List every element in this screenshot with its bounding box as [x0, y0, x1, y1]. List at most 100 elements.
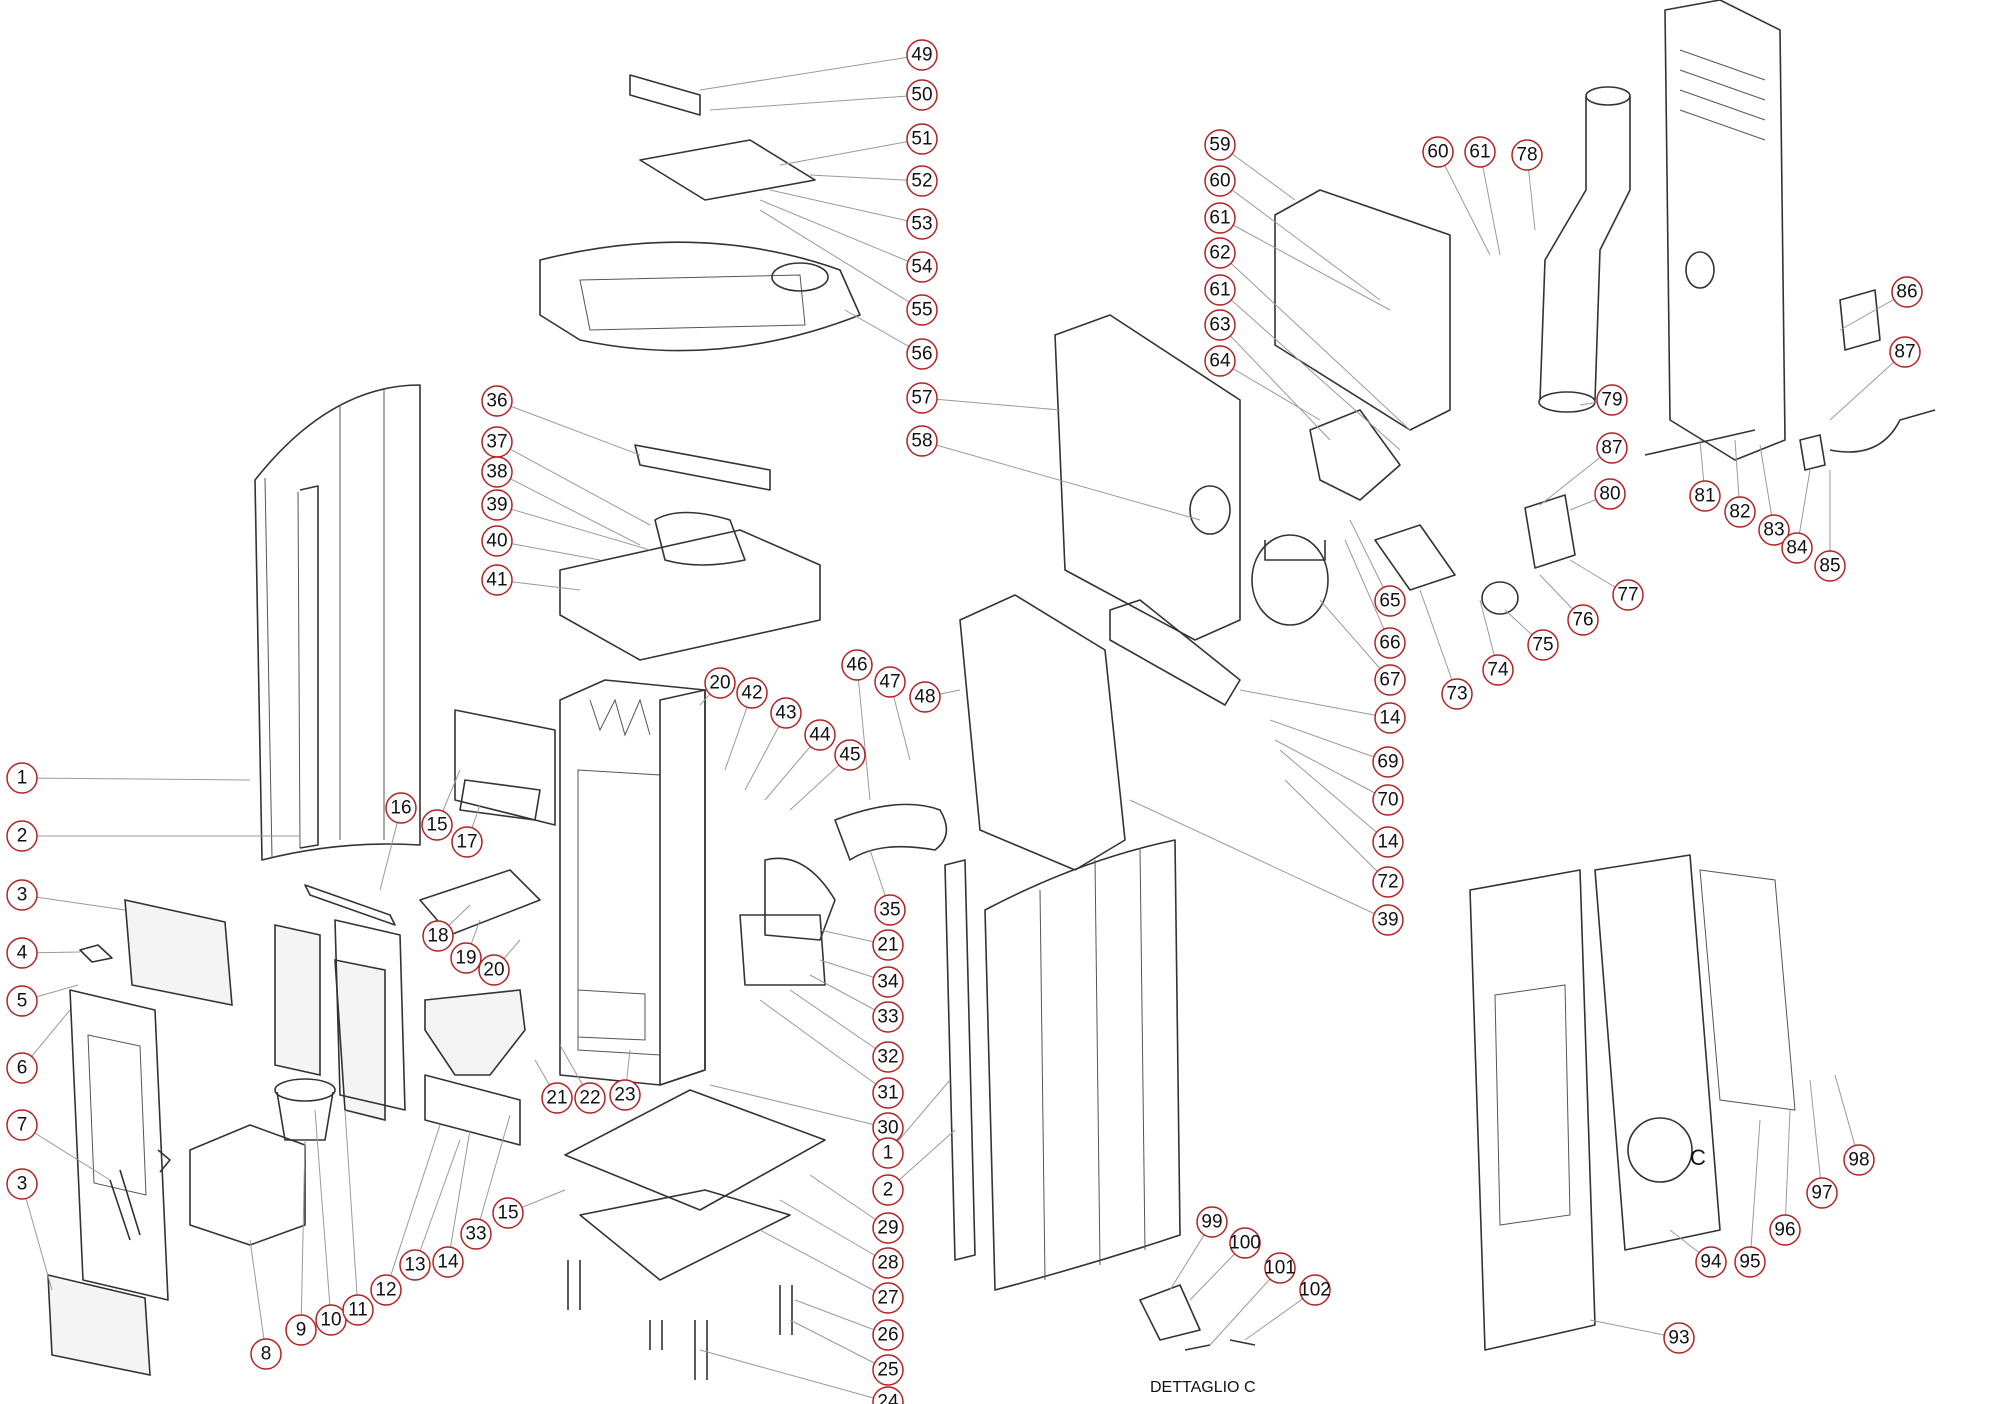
leader-line — [759, 209, 923, 311]
callout-number: 30 — [877, 1118, 898, 1139]
leader-line — [1829, 351, 1906, 421]
callout-26: 26 — [872, 1319, 904, 1351]
leader-line — [21, 1124, 111, 1181]
leader-line — [1319, 599, 1391, 681]
leader-line — [789, 989, 889, 1058]
callout-101: 101 — [1264, 1252, 1296, 1284]
callout-circle — [1596, 384, 1628, 416]
callout-circle — [1758, 514, 1790, 546]
callout-66: 66 — [1374, 627, 1406, 659]
callout-14: 14 — [1372, 826, 1404, 858]
callout-number: 1 — [17, 768, 28, 789]
ash-door — [739, 914, 826, 986]
callout-circle — [736, 677, 768, 709]
callout-circle — [1814, 550, 1846, 582]
callout-circle — [872, 1137, 904, 1169]
callout-number: 102 — [1299, 1280, 1331, 1301]
control-display — [629, 74, 701, 116]
pressure-switch — [1481, 581, 1519, 615]
callout-54: 54 — [906, 251, 938, 283]
callout-circle — [6, 1052, 38, 1084]
callout-41: 41 — [481, 564, 513, 596]
callout-circle — [481, 525, 513, 557]
callout-number: 72 — [1377, 872, 1398, 893]
callout-number: 78 — [1516, 145, 1537, 166]
leader-line — [1749, 1119, 1761, 1263]
callout-circle — [1204, 237, 1236, 269]
callout-circle — [1889, 336, 1921, 368]
callout-number: 32 — [877, 1047, 898, 1068]
callout-number: 28 — [877, 1253, 898, 1274]
callout-circle — [906, 39, 938, 71]
callout-42: 42 — [736, 677, 768, 709]
leader-line — [1239, 689, 1391, 719]
callout-47: 47 — [874, 666, 906, 698]
callout-circle — [1663, 1322, 1695, 1354]
callout-circle — [804, 719, 836, 751]
callout-55: 55 — [906, 294, 938, 326]
callout-56: 56 — [906, 338, 938, 370]
callout-number: 9 — [296, 1320, 307, 1341]
callout-circle — [6, 820, 38, 852]
left-front-panel — [254, 384, 421, 861]
callout-circle — [1204, 165, 1236, 197]
callout-84: 84 — [1781, 532, 1813, 564]
callout-13: 13 — [399, 1249, 431, 1281]
callout-number: 40 — [486, 531, 507, 552]
callout-59: 59 — [1204, 129, 1236, 161]
flue-tube — [834, 803, 948, 861]
fire-brick-10 — [274, 924, 321, 1076]
leader-line — [21, 894, 126, 911]
callout-circle — [1891, 276, 1923, 308]
callout-circle — [872, 1001, 904, 1033]
callout-65: 65 — [1374, 585, 1406, 617]
callout-circle — [1372, 866, 1404, 898]
callout-33: 33 — [460, 1218, 492, 1250]
callout-67: 67 — [1374, 664, 1406, 696]
callout-number: 36 — [486, 391, 507, 412]
callout-number: 10 — [320, 1310, 341, 1331]
callout-number: 22 — [579, 1088, 600, 1109]
callout-21: 21 — [541, 1082, 573, 1114]
top-cover — [539, 241, 861, 352]
callout-circle — [1372, 746, 1404, 778]
top-plate — [559, 529, 821, 661]
callout-number: 55 — [911, 300, 932, 321]
callout-61: 61 — [1204, 274, 1236, 306]
callout-circle — [872, 1354, 904, 1386]
callout-circle — [1196, 1206, 1228, 1238]
ash-drawer — [189, 1124, 306, 1246]
callout-number: 66 — [1379, 633, 1400, 654]
callout-number: 82 — [1729, 502, 1750, 523]
callout-number: 41 — [486, 570, 507, 591]
callout-number: 31 — [877, 1083, 898, 1104]
callout-circle — [1422, 136, 1454, 168]
callout-number: 37 — [486, 432, 507, 453]
callout-87: 87 — [1596, 432, 1628, 464]
callout-number: 21 — [877, 935, 898, 956]
leader-line — [1219, 252, 1411, 431]
callout-circle — [285, 1314, 317, 1346]
left-door — [69, 989, 171, 1301]
callout-21: 21 — [872, 929, 904, 961]
top-plate-opening — [654, 511, 746, 566]
callout-17: 17 — [451, 826, 483, 858]
callout-circle — [906, 208, 938, 240]
grate-bracket — [424, 1074, 521, 1146]
hinge-pin — [1184, 1339, 1256, 1351]
callout-number: 79 — [1601, 390, 1622, 411]
leader-line — [496, 471, 641, 546]
flue-pipe — [1538, 86, 1631, 413]
leader-line — [921, 440, 1201, 521]
callout-number: 49 — [911, 45, 932, 66]
callout-circle — [874, 666, 906, 698]
burner-pot — [274, 1078, 336, 1141]
callout-33: 33 — [872, 1001, 904, 1033]
callout-number: 14 — [1377, 832, 1399, 853]
callout-number: 85 — [1819, 556, 1840, 577]
callout-circle — [1204, 274, 1236, 306]
callout-58: 58 — [906, 425, 938, 457]
callout-83: 83 — [1758, 514, 1790, 546]
leader-line — [496, 504, 651, 551]
leader-line — [300, 1139, 306, 1331]
